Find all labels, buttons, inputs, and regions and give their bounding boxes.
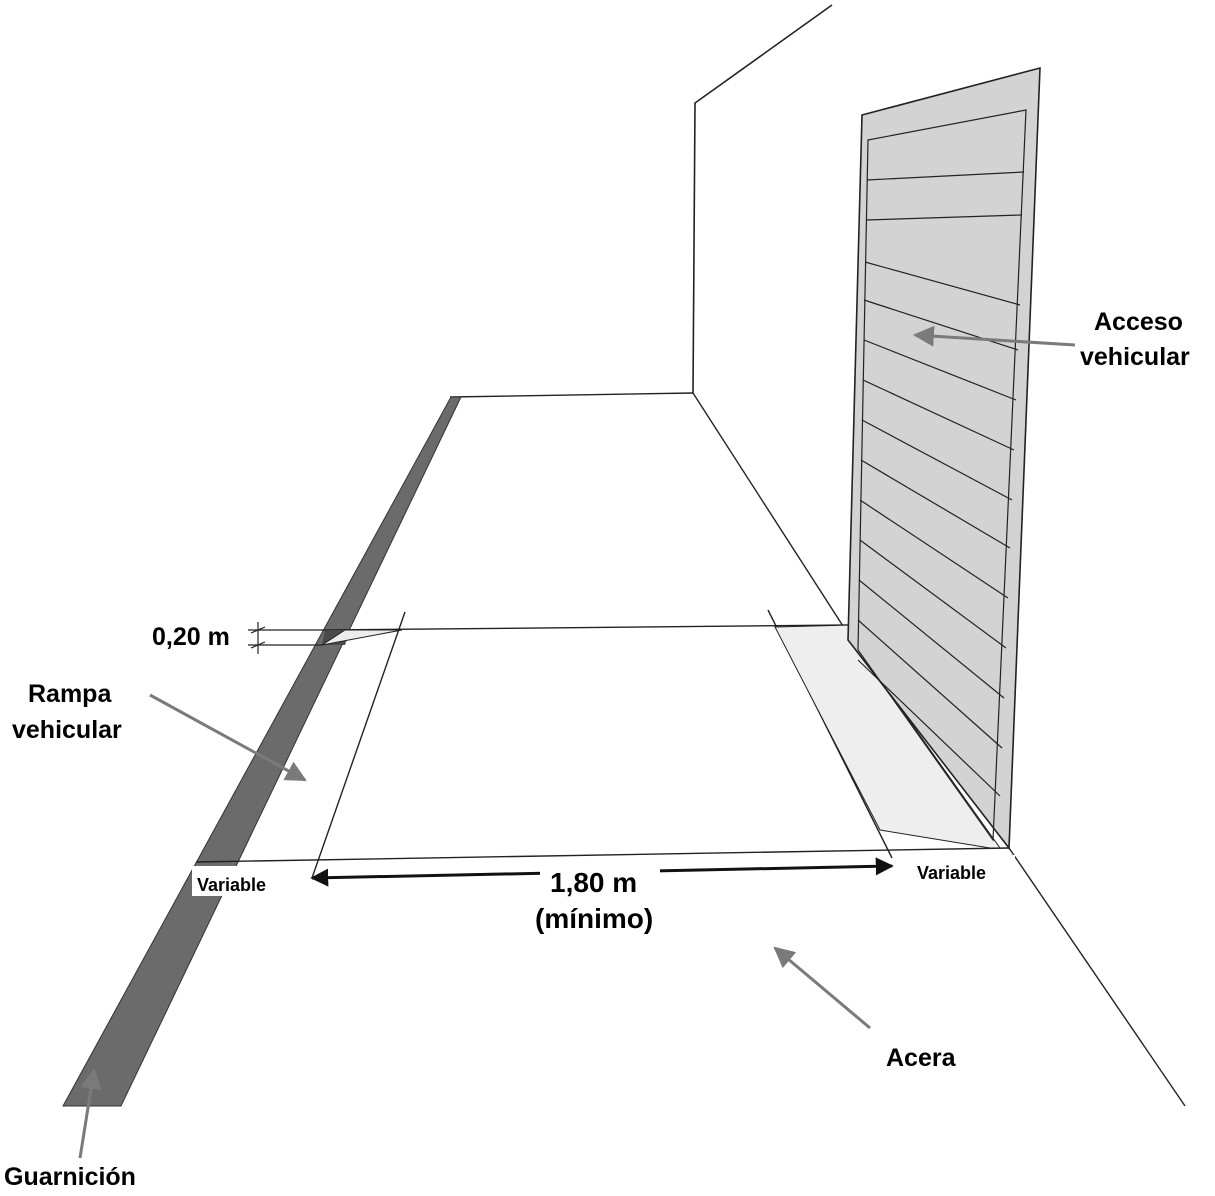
curb-strip [62, 396, 462, 1107]
sidewalk-right-edge [1008, 847, 1186, 1107]
guarnicion-pointer-arrow [78, 1067, 102, 1159]
curb-height-label: 0,20 m [152, 623, 230, 651]
rampa-pointer-arrow [149, 693, 307, 782]
ramp-wing-left [321, 629, 403, 646]
width-value-label: 1,80 m [550, 867, 637, 898]
rampa-label-line1: Rampa [28, 680, 112, 708]
acceso-label-line2: vehicular [1080, 343, 1190, 371]
building-wall-outline [692, 4, 833, 394]
rampa-label-line2: vehicular [12, 716, 122, 744]
sidewalk-inner-edge [692, 392, 853, 641]
wall-base-line [449, 392, 694, 398]
ramp-left-line [311, 611, 406, 879]
gate-slats [857, 171, 1025, 797]
variable-left-label: Variable [197, 875, 266, 895]
variable-left-box [192, 866, 295, 896]
variable-right-label: Variable [917, 863, 986, 883]
acera-label: Acera [886, 1044, 957, 1072]
width-note-label: (mínimo) [535, 903, 653, 934]
acceso-pointer-arrow [912, 325, 1076, 347]
variable-right-box [912, 855, 1015, 885]
ramp-top-line [326, 624, 853, 631]
acceso-label-line1: Acceso [1094, 308, 1183, 336]
width-label-bg [540, 862, 660, 892]
gate-inner-frame [857, 109, 1027, 842]
sidewalk-front-edge [195, 847, 1010, 863]
curb-height-dimension [248, 622, 327, 654]
guarnicion-label: Guarnición [4, 1163, 136, 1191]
acera-pointer-arrow [773, 946, 871, 1030]
